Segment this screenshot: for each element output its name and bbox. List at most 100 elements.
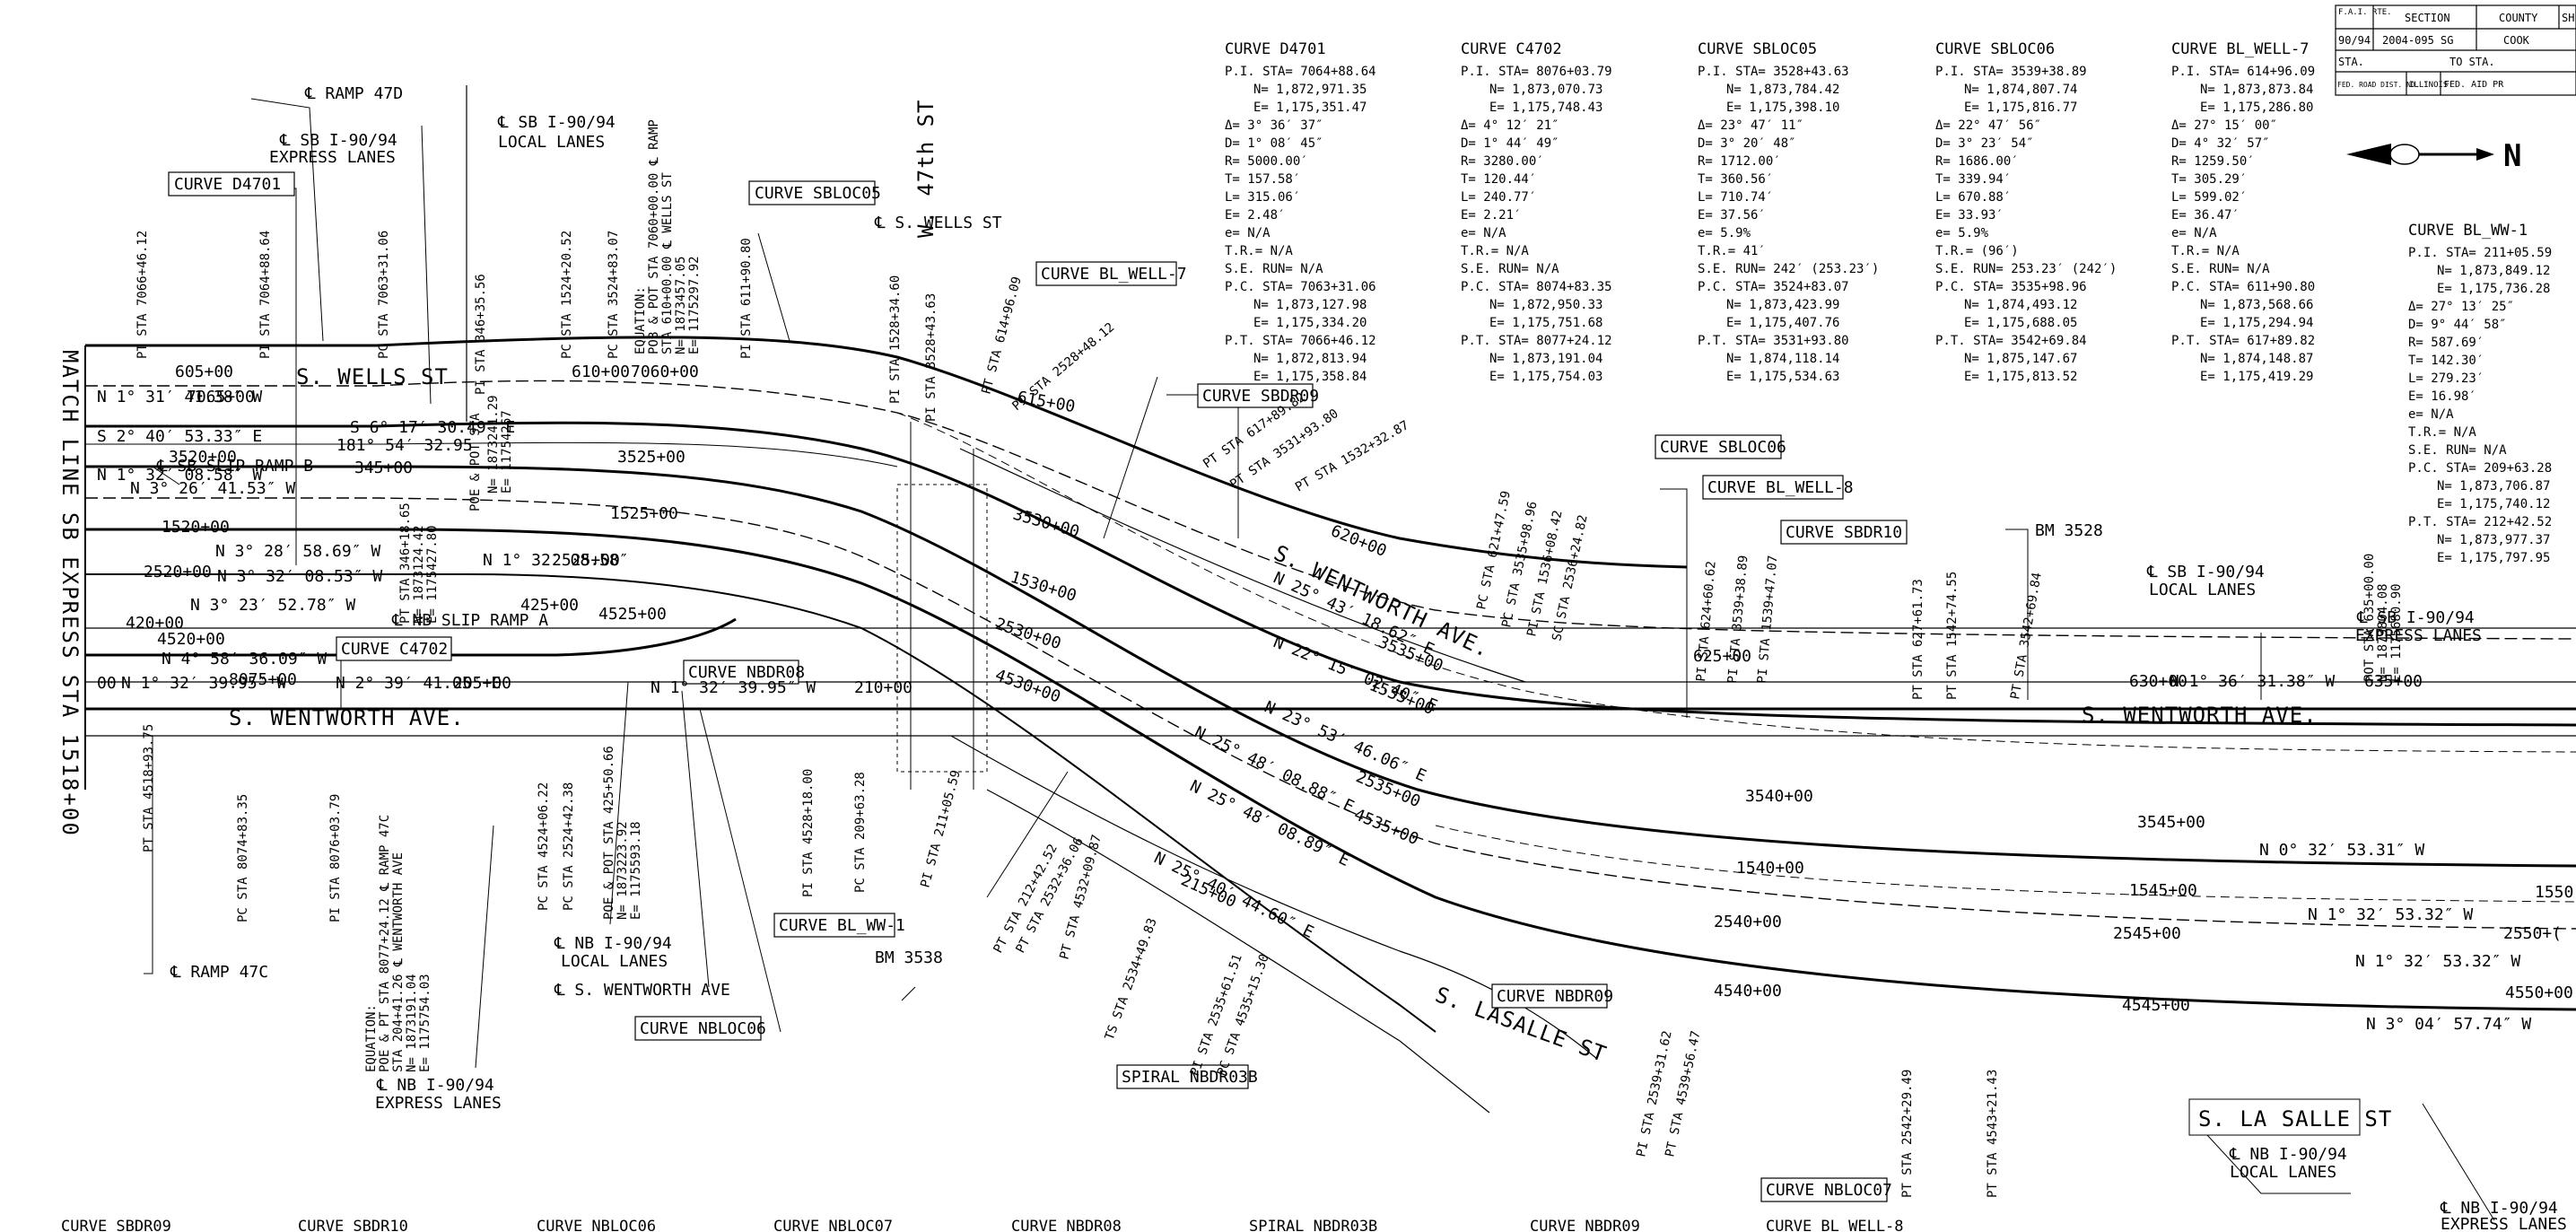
curve-line: E= 1,175,797.95 bbox=[2437, 551, 2550, 565]
curve-line: E= 1,175,286.80 bbox=[2200, 100, 2313, 115]
curve-line: P.C. STA= 3535+98.96 bbox=[1935, 280, 2087, 294]
curve-line: E= 1,175,358.84 bbox=[1253, 370, 1367, 384]
bearing-label: N 25° 40′ 44.60″ E bbox=[1151, 849, 1317, 942]
station-callout: PI STA 4528+18.00 bbox=[801, 769, 816, 897]
curve-title: CURVE NBDR09 bbox=[1530, 1218, 1640, 1232]
curve-tag: CURVE NBDR08 bbox=[688, 663, 805, 682]
callout: EXPRESS LANES bbox=[2441, 1215, 2567, 1232]
curve-tag: CURVE BL_WELL-7 bbox=[1041, 265, 1187, 284]
station-label: 345+00 bbox=[354, 459, 413, 477]
curve-title: CURVE D4701 bbox=[1225, 40, 1326, 58]
curve-tag: CURVE C4702 bbox=[341, 640, 448, 659]
station-label: 1550 bbox=[2535, 883, 2573, 902]
curve-line: E= 2.21′ bbox=[1461, 208, 1521, 223]
equation-text: STA 610+00.00 ℄ WELLS ST bbox=[660, 172, 675, 354]
curve-line: P.I. STA= 3528+43.63 bbox=[1698, 65, 1849, 79]
callout: LOCAL LANES bbox=[2230, 1163, 2336, 1182]
curve-line: P.I. STA= 3539+38.89 bbox=[1935, 65, 2087, 79]
curve-line: E= 1,175,813.52 bbox=[1964, 370, 2077, 384]
callout: ℄ SB I-90/94 bbox=[279, 131, 397, 150]
bearing-label: N 3° 04′ 57.74″ W bbox=[2366, 1015, 2531, 1034]
station-label: 630+00 bbox=[2129, 672, 2187, 691]
north-arrow-icon: N bbox=[2346, 138, 2521, 174]
curve-line: Δ= 27° 15′ 00″ bbox=[2171, 118, 2277, 133]
curve-line: T= 120.44′ bbox=[1461, 172, 1536, 187]
equation-text: POE & POT STA bbox=[468, 413, 483, 511]
street-label: S. WENTWORTH AVE. bbox=[2082, 703, 2318, 728]
curve-line: P.I. STA= 614+96.09 bbox=[2171, 65, 2315, 79]
curve-line: N= 1,873,784.42 bbox=[1726, 83, 1839, 97]
curve-line: L= 599.02′ bbox=[2171, 190, 2247, 205]
curve-line: P.C. STA= 611+90.80 bbox=[2171, 280, 2315, 294]
bearing-label: N 1° 31′ 41.38″ W bbox=[97, 388, 262, 406]
title-block: F.A.I. RTE. SECTION COUNTY SH 90/94 2004… bbox=[2335, 4, 2576, 96]
curve-line: S.E. RUN= N/A bbox=[1461, 262, 1559, 276]
bearing-label: N 1° 32′ 08.58″ W bbox=[97, 466, 262, 485]
curve-line: P.T. STA= 617+89.82 bbox=[2171, 334, 2315, 348]
station-label: 635+00 bbox=[2364, 672, 2423, 691]
curve-tag: CURVE BL_WELL-8 bbox=[1707, 478, 1854, 497]
curve-line: P.T. STA= 3531+93.80 bbox=[1698, 334, 1849, 348]
curve-line: e= 5.9% bbox=[1935, 226, 1989, 240]
curve-line: N= 1,873,568.66 bbox=[2200, 298, 2313, 312]
station-label: 3520+00 bbox=[169, 448, 237, 467]
bearing-label: N 3° 23′ 52.78″ W bbox=[190, 596, 355, 615]
curve-line: Δ= 4° 12′ 21″ bbox=[1461, 118, 1559, 133]
equation-text: EQUATION: bbox=[364, 1004, 379, 1072]
curve-line: N= 1,872,971.35 bbox=[1253, 83, 1367, 97]
station-callout: PI STA 211+05.59 bbox=[918, 769, 963, 889]
curve-line: N= 1,873,977.37 bbox=[2437, 533, 2550, 547]
bearing-label: N 1° 32′ 39.95″ W bbox=[121, 674, 286, 693]
curve-data-table-bl-ww-1: CURVE BL_WW-1 P.I. STA= 211+05.59 N= 1,8… bbox=[2408, 222, 2552, 565]
station-callout: PC STA 7063+31.06 bbox=[377, 231, 391, 359]
curve-line: E= 1,175,816.77 bbox=[1964, 100, 2077, 115]
curve-line: T.R.= N/A bbox=[1225, 244, 1293, 258]
callout: EXPRESS LANES bbox=[2355, 626, 2482, 645]
curve-line: P.C. STA= 8074+83.35 bbox=[1461, 280, 1612, 294]
bearing-label: N 0° 32′ 53.31″ W bbox=[2259, 841, 2424, 860]
station-label: 605+00 bbox=[175, 363, 233, 381]
equation-text: N= 1873223.92 bbox=[616, 821, 630, 920]
curve-line: R= 5000.00′ bbox=[1225, 154, 1308, 169]
station-callout: TS STA 2534+49.83 bbox=[1103, 916, 1160, 1042]
street-label: S. LA SALLE ST bbox=[2198, 1106, 2392, 1132]
street-label: S. WELLS ST bbox=[296, 364, 449, 389]
curve-line: T.R.= N/A bbox=[2408, 425, 2476, 440]
station-callout: PC STA 1524+20.52 bbox=[560, 231, 574, 359]
station-callout: PI STA 7064+88.64 bbox=[258, 231, 273, 359]
curve-line: E= 1,175,688.05 bbox=[1964, 316, 2077, 330]
equation-notes: EQUATION: POB & POT STA 7060+00.00 ℄ RAM… bbox=[364, 119, 2404, 1072]
callout: BM 3538 bbox=[875, 948, 943, 967]
station-callout: POT STA 635+00.00 bbox=[2362, 554, 2377, 682]
curve-line: E= 1,175,294.94 bbox=[2200, 316, 2313, 330]
curve-line: E= 2.48′ bbox=[1225, 208, 1285, 223]
equation-text: PT STA 346+18.65 bbox=[398, 502, 413, 624]
curve-line: P.C. STA= 7063+31.06 bbox=[1225, 280, 1376, 294]
station-callout: PT STA 7066+46.12 bbox=[135, 231, 150, 359]
curve-line: R= 1712.00′ bbox=[1698, 154, 1781, 169]
curve-line: D= 4° 32′ 57″ bbox=[2171, 136, 2270, 151]
equation-text: STA 204+41.26 ℄ WENTWORTH AVE bbox=[391, 852, 406, 1072]
curve-line: Δ= 22° 47′ 56″ bbox=[1935, 118, 2041, 133]
curve-title: CURVE SBDR10 bbox=[298, 1218, 408, 1232]
equation-text: N= 1873804.08 bbox=[2376, 583, 2390, 682]
curve-title: CURVE BL_WELL-8 bbox=[1766, 1218, 1904, 1232]
curve-data-table-c4702: CURVE C4702 P.I. STA= 8076+03.79 N= 1,87… bbox=[1461, 40, 1612, 384]
bottom-curve-titles: CURVE SBDR09 CURVE SBDR10 CURVE NBLOC06 … bbox=[61, 1218, 1904, 1232]
curve-line: T.R.= 41′ bbox=[1698, 244, 1766, 258]
station-label: 2525+00 bbox=[552, 551, 620, 570]
curve-line: E= 1,175,751.68 bbox=[1489, 316, 1602, 330]
curve-line: S.E. RUN= 253.23′ (242′) bbox=[1935, 262, 2117, 276]
match-line-label: MATCH LINE SB EXPRESS STA 1518+00 bbox=[57, 350, 83, 837]
curve-title: CURVE SBLOC06 bbox=[1935, 40, 2055, 58]
curve-line: T= 360.56′ bbox=[1698, 172, 1773, 187]
station-label: 205+00 bbox=[453, 674, 511, 693]
callout: ℄ S. WENTWORTH AVE bbox=[554, 981, 730, 1000]
station-label: 2520+00 bbox=[144, 563, 212, 581]
curve-line: E= 1,175,748.43 bbox=[1489, 100, 1602, 115]
station-label: 3540+00 bbox=[1745, 787, 1813, 806]
curve-tag: CURVE BL_WW-1 bbox=[779, 916, 905, 935]
bearing-label: N 4° 58′ 36.09″ W bbox=[162, 650, 327, 668]
curve-line: Δ= 23° 47′ 11″ bbox=[1698, 118, 1803, 133]
